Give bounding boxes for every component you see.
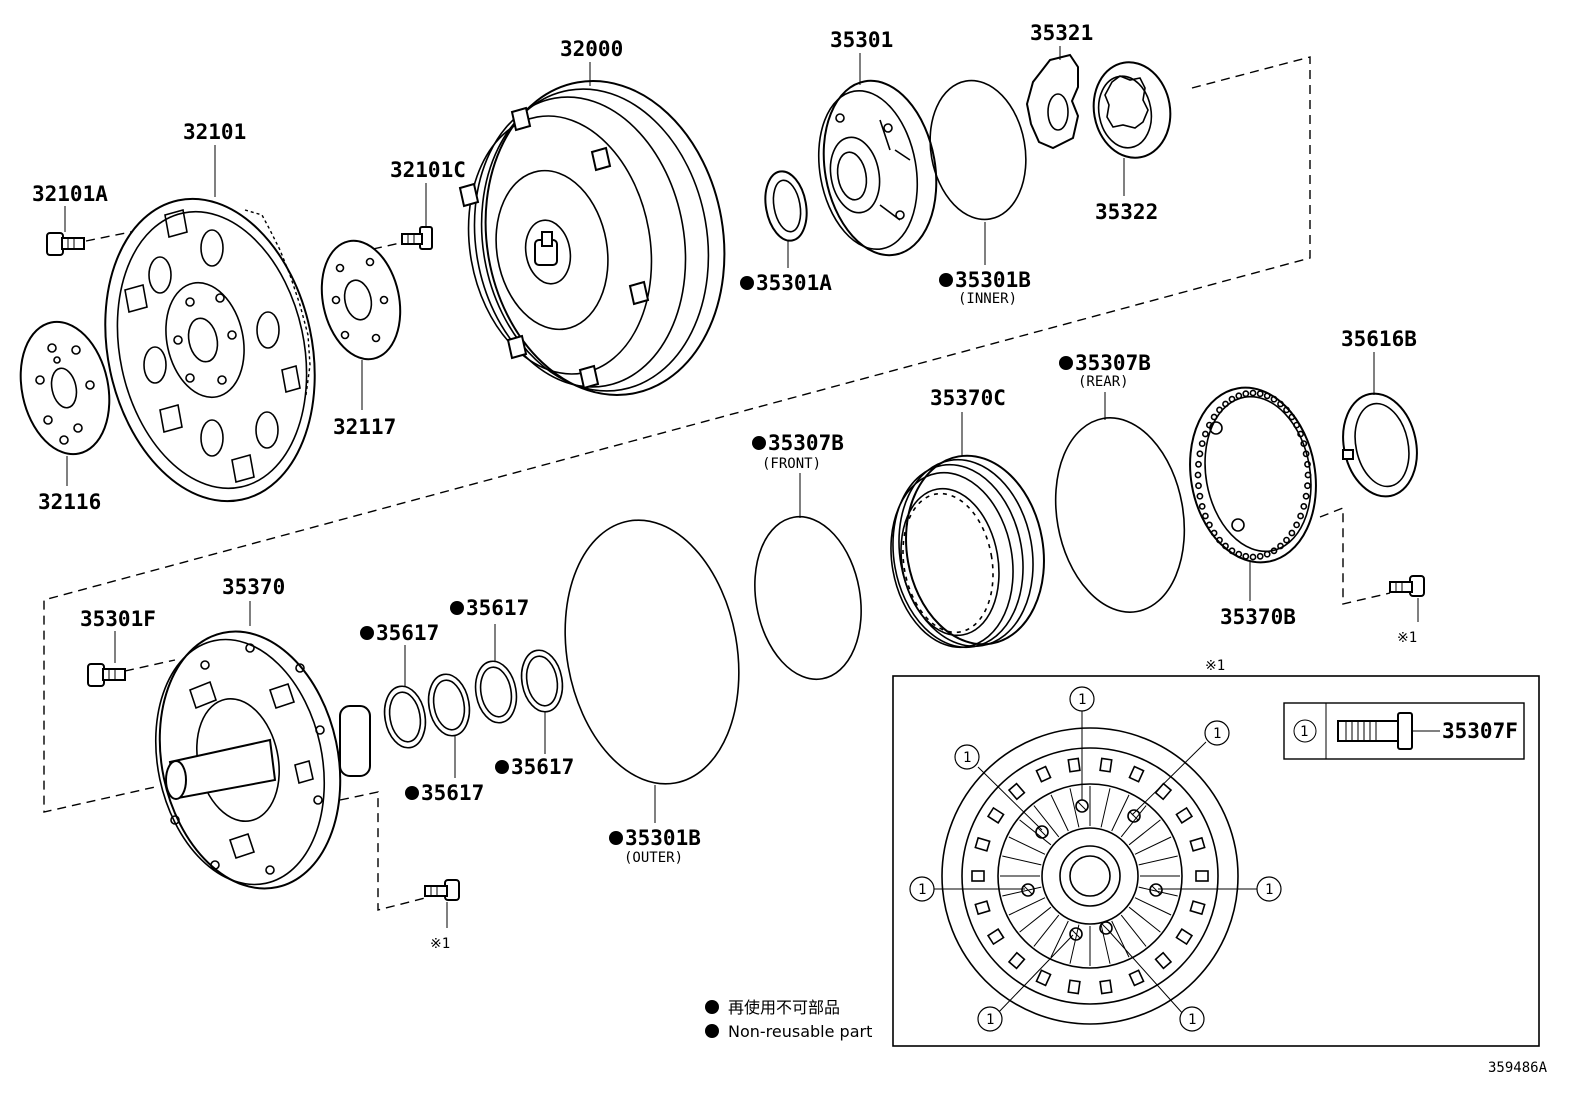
label-32117: 32117 <box>333 415 396 439</box>
label-ref1-detail: ※1 <box>1205 658 1225 674</box>
part-35301B-outer-o-ring[interactable] <box>545 506 759 797</box>
svg-text:1: 1 <box>963 750 971 766</box>
part-35321-drive-gear[interactable] <box>1025 53 1080 150</box>
svg-text:1: 1 <box>1188 1012 1196 1028</box>
part-32116-plate[interactable] <box>9 314 121 463</box>
label-32116: 32116 <box>38 490 101 514</box>
label-35617-b: 35617 <box>466 596 529 620</box>
label-32101: 32101 <box>183 120 246 144</box>
part-35617-seal-ring-3[interactable] <box>471 658 521 726</box>
label-35322: 35322 <box>1095 200 1158 224</box>
part-35370-stator-shaft[interactable] <box>134 615 371 906</box>
callout-circle-1: 1 <box>954 744 980 770</box>
legend-circle-1: 1 <box>1300 724 1308 740</box>
non-reusable-dot-35301A <box>740 276 754 290</box>
svg-text:1: 1 <box>1265 882 1273 898</box>
label-35370: 35370 <box>222 575 285 599</box>
label-35321: 35321 <box>1030 21 1093 45</box>
non-reusable-legend: 再使用不可部品 Non-reusable part <box>705 998 872 1041</box>
part-35301B-inner-o-ring[interactable] <box>920 73 1037 227</box>
svg-text:1: 1 <box>986 1012 994 1028</box>
diagram-id: 359486A <box>1488 1060 1548 1076</box>
callout-circle-1: 1 <box>1069 686 1095 712</box>
legend-dot-jp <box>705 1000 719 1014</box>
label-35307B-rear: 35307B <box>1075 351 1151 375</box>
svg-text:1: 1 <box>1213 726 1221 742</box>
part-35307F-bolt-right[interactable] <box>1389 575 1425 597</box>
part-35370C-pump-housing[interactable] <box>878 445 1059 658</box>
bolt-guide-32101C <box>372 241 406 250</box>
bolt-legend-table: 1 35307F <box>1283 702 1525 760</box>
label-35617-c: 35617 <box>511 755 574 779</box>
leader-lines <box>64 46 1419 928</box>
svg-text:1: 1 <box>918 882 926 898</box>
part-32117-plate[interactable] <box>311 233 410 366</box>
part-32101C-bolt[interactable] <box>401 226 433 250</box>
assembly-boundary <box>43 56 1311 813</box>
label-35301B-outer: 35301B <box>625 826 701 850</box>
label-35370C: 35370C <box>930 386 1006 410</box>
label-front: (FRONT) <box>762 456 821 472</box>
label-32000: 32000 <box>560 37 623 61</box>
label-32101A: 32101A <box>32 182 108 206</box>
detail-box <box>892 675 1540 1047</box>
non-reusable-dot-35307B-rear <box>1059 356 1073 370</box>
callout-circle-1: 1 <box>909 876 935 902</box>
label-32101C: 32101C <box>390 158 466 182</box>
legend-en: Non-reusable part <box>728 1022 872 1041</box>
label-ref1-right: ※1 <box>1397 630 1417 646</box>
non-reusable-dot-35617-c <box>495 760 509 774</box>
non-reusable-dot-35301B-inner <box>939 273 953 287</box>
svg-text:1: 1 <box>1078 692 1086 708</box>
bolt-guide-bottom <box>339 791 426 911</box>
label-35301B-inner: 35301B <box>955 268 1031 292</box>
label-35617-d: 35617 <box>421 781 484 805</box>
label-inner: (INNER) <box>958 291 1017 307</box>
part-35616B-ring[interactable] <box>1334 387 1426 504</box>
label-35301: 35301 <box>830 28 893 52</box>
label-35307F: 35307F <box>1442 719 1518 743</box>
non-reusable-dot-35617-b <box>450 601 464 615</box>
callout-circle-1: 1 <box>1256 876 1282 902</box>
legend-jp: 再使用不可部品 <box>728 998 840 1017</box>
callout-circle-1: 1 <box>977 1006 1003 1032</box>
label-35301A: 35301A <box>756 271 832 295</box>
part-35301-pump-body[interactable] <box>807 72 950 264</box>
part-35617-seal-ring-1[interactable] <box>380 683 430 751</box>
callout-circle-1: 1 <box>1204 720 1230 746</box>
part-35322-driven-gear[interactable] <box>1086 56 1178 164</box>
non-reusable-dot-35307B-front <box>752 436 766 450</box>
part-35301A-oil-seal[interactable] <box>760 168 812 244</box>
part-35301F-bolt[interactable] <box>87 663 126 687</box>
non-reusable-dot-35617-d <box>405 786 419 800</box>
part-32101-drive-plate[interactable] <box>78 179 341 521</box>
label-ref1-bottom: ※1 <box>430 936 450 952</box>
label-35301F: 35301F <box>80 607 156 631</box>
bolt-guide-35301F <box>124 659 176 672</box>
part-35307F-bolt-bottom[interactable] <box>424 879 460 901</box>
label-35370B: 35370B <box>1220 605 1296 629</box>
label-35617-a: 35617 <box>376 621 439 645</box>
part-35307B-rear-o-ring[interactable] <box>1041 408 1199 623</box>
label-35616B: 35616B <box>1341 327 1417 351</box>
bolt-guide-right <box>1319 506 1391 605</box>
label-35307B-front: 35307B <box>768 431 844 455</box>
part-35617-seal-ring-2[interactable] <box>424 671 474 739</box>
detail-pump-face <box>941 727 1239 1025</box>
label-outer: (OUTER) <box>624 850 683 866</box>
part-32000-torque-converter[interactable] <box>449 62 749 414</box>
label-rear: (REAR) <box>1078 374 1129 390</box>
non-reusable-dot-35617-a <box>360 626 374 640</box>
legend-dot-en <box>705 1024 719 1038</box>
callout-circle-1: 1 <box>1179 1006 1205 1032</box>
non-reusable-dot-35301B-outer <box>609 831 623 845</box>
part-32101A-bolt[interactable] <box>46 232 85 256</box>
part-35617-seal-ring-4[interactable] <box>517 647 567 715</box>
part-35370B-stator-plate[interactable] <box>1177 378 1330 573</box>
detail-callouts: 1 1 1 1 1 1 1 <box>909 686 1282 1032</box>
part-35307B-front-o-ring[interactable] <box>743 508 874 688</box>
